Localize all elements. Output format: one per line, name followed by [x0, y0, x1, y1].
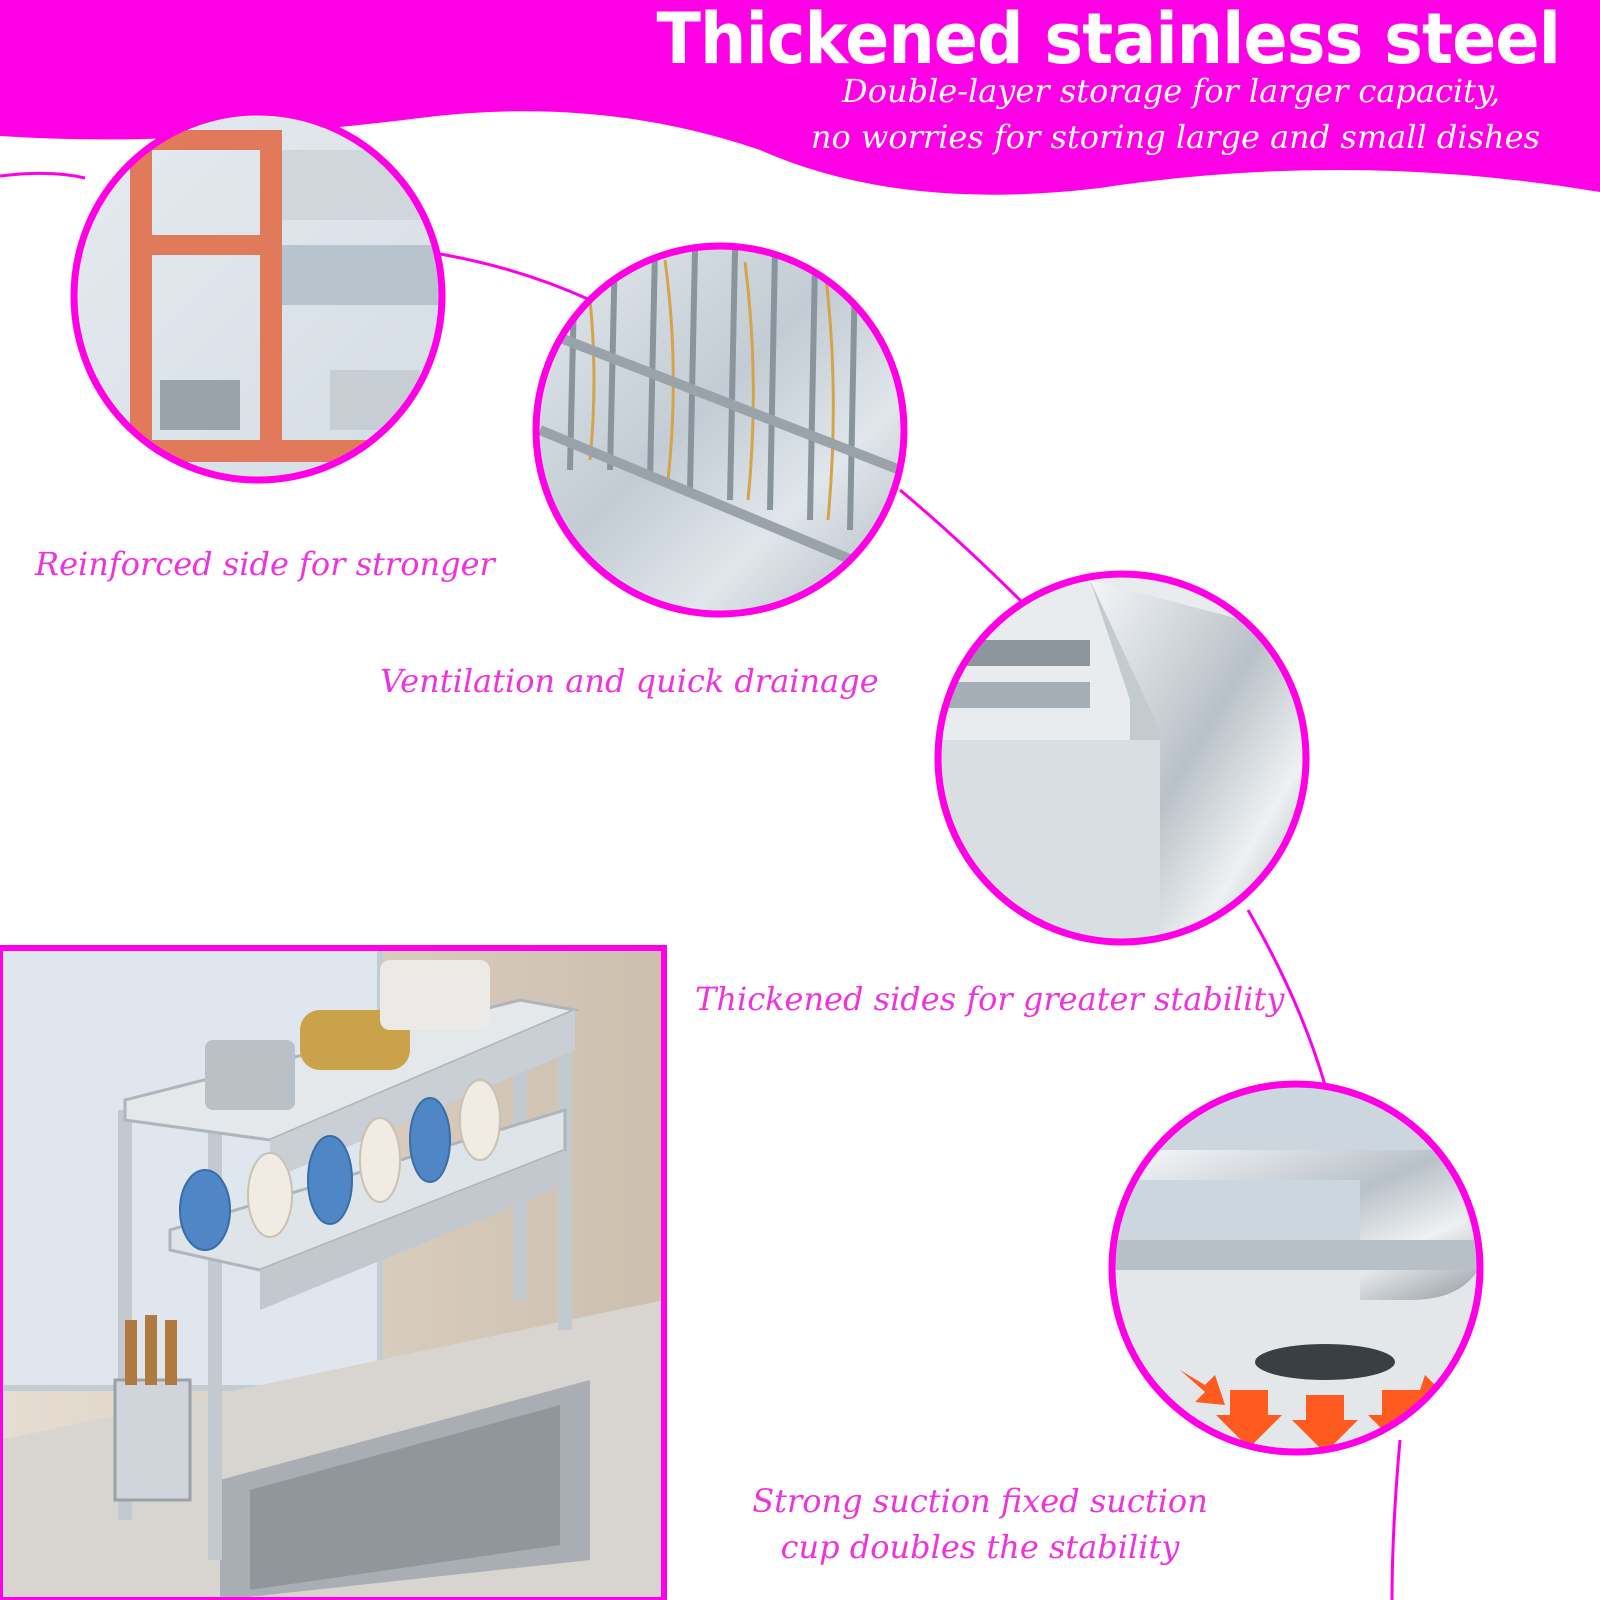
connector-line: [0, 171, 86, 180]
closeup-circle-3: [934, 570, 1310, 946]
closeup-circle-4: [1108, 1080, 1484, 1456]
closeup-circle-2: [532, 242, 908, 618]
subtitle-line-2: no worries for storing large and small d…: [810, 118, 1540, 156]
dish-rack-photo: [0, 948, 664, 1600]
photo-frame: [0, 945, 667, 1600]
connector-line: [899, 488, 1032, 612]
caption-suction-line-2: cup doubles the stability: [780, 1528, 1180, 1567]
connector-line: [1246, 909, 1327, 1086]
caption-ventilation: Ventilation and quick drainage: [380, 662, 879, 700]
subtitle-line-1: Double-layer storage for larger capacity…: [842, 72, 1500, 110]
header-banner: [0, 0, 1600, 195]
caption-suction-line-1: Strong suction fixed suction: [752, 1482, 1208, 1520]
page-title: Thickened stainless steel: [656, 0, 1561, 80]
connector-line: [439, 252, 591, 302]
connector-line: [1390, 1439, 1402, 1600]
caption-suction-cup: Strong suction fixed suction cup doubles…: [745, 1478, 1215, 1571]
closeup-circle-1: [70, 108, 446, 484]
caption-thickened-sides: Thickened sides for greater stability: [695, 980, 1285, 1018]
caption-reinforced-side: Reinforced side for stronger: [35, 545, 495, 583]
